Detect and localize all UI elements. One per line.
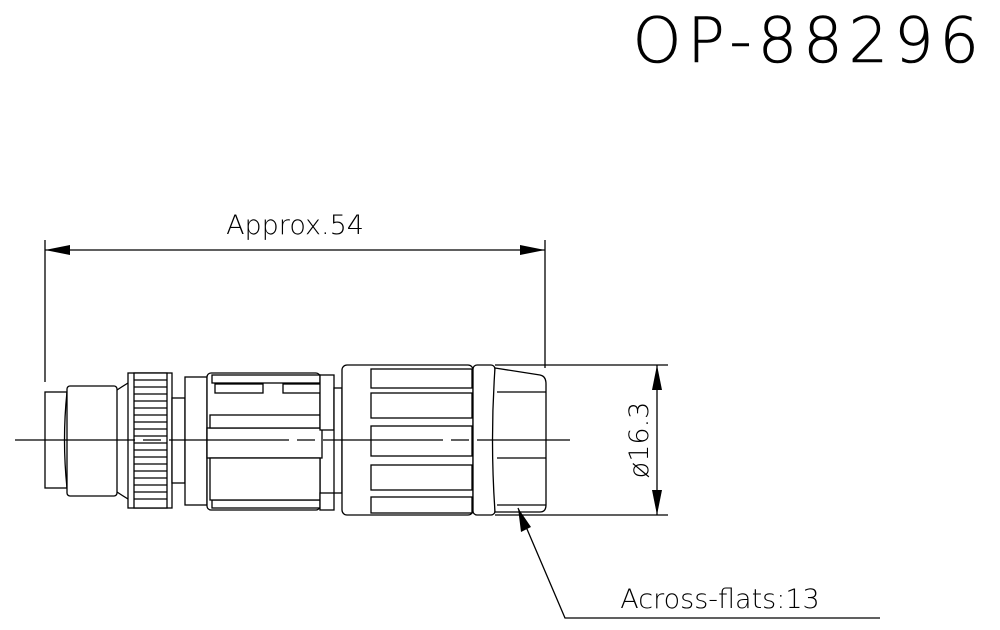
diameter-label: ø16.3	[624, 402, 655, 479]
diameter-dimension: ø16.3	[495, 364, 668, 516]
part-number-title: OP-88296	[633, 4, 985, 77]
across-flats-label: Across-flats:13	[620, 584, 819, 615]
length-label: Approx.54	[226, 210, 364, 241]
across-flats-leader: Across-flats:13	[517, 507, 880, 619]
connector-body	[15, 364, 570, 516]
length-dimension: Approx.54	[44, 210, 546, 382]
